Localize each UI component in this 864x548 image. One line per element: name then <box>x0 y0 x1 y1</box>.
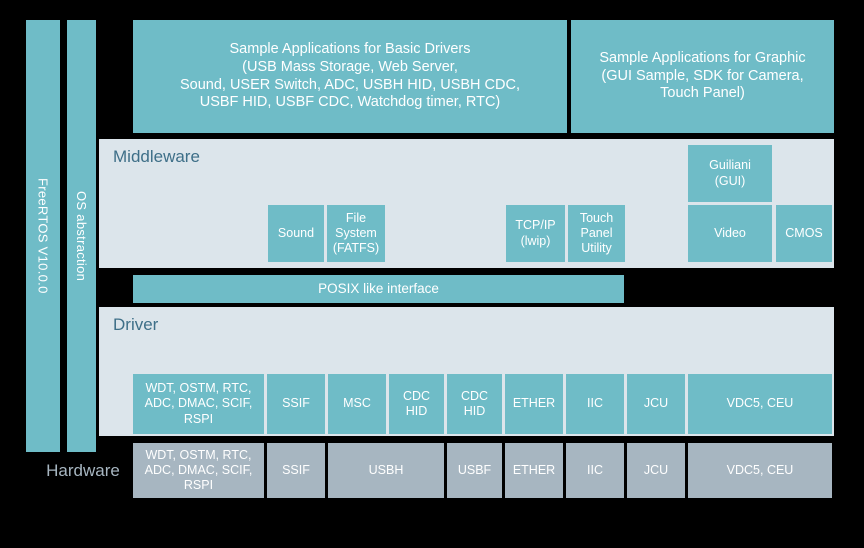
middleware-block-sound: Sound <box>268 205 324 262</box>
freertos-version-label: FreeRTOS V10.0.0 <box>35 178 51 294</box>
driver-block-msc: MSC <box>328 374 386 434</box>
driver-block-jcu: JCU <box>627 374 685 434</box>
posix-like-interface-bar: POSIX like interface <box>133 275 624 303</box>
middleware-block-cmos: CMOS <box>776 205 832 262</box>
middleware-block-video: Video <box>688 205 772 262</box>
driver-block-cdc-hid-2: CDC HID <box>447 374 502 434</box>
freertos-version-column: FreeRTOS V10.0.0 <box>26 20 60 452</box>
hardware-block-ssif: SSIF <box>267 443 325 498</box>
middleware-block-touch-panel-utility: Touch Panel Utility <box>568 205 625 262</box>
hardware-block-usbh: USBH <box>328 443 444 498</box>
driver-title: Driver <box>113 315 159 334</box>
middleware-block-tcp-ip-lwip: TCP/IP (lwip) <box>506 205 565 262</box>
sample-applications-graphic-block: Sample Applications for Graphic (GUI Sam… <box>571 20 834 133</box>
hardware-block-usbf: USBF <box>447 443 502 498</box>
os-abstraction-column: OS abstraction <box>67 20 96 452</box>
driver-block-wdt-ostm-rtc-adc-dmac-scif-rspi: WDT, OSTM, RTC, ADC, DMAC, SCIF, RSPI <box>133 374 264 434</box>
driver-block-ether: ETHER <box>505 374 563 434</box>
driver-block-cdc-hid-1: CDC HID <box>389 374 444 434</box>
os-abstraction-label: OS abstraction <box>74 190 89 282</box>
hardware-block-ether: ETHER <box>505 443 563 498</box>
driver-block-ssif: SSIF <box>267 374 325 434</box>
middleware-block-file-system-fatfs: File System (FATFS) <box>327 205 385 262</box>
hardware-block-jcu: JCU <box>627 443 685 498</box>
hardware-block-wdt-ostm-rtc-adc-dmac-scif-rspi: WDT, OSTM, RTC, ADC, DMAC, SCIF, RSPI <box>133 443 264 498</box>
hardware-block-vdc5-ceu: VDC5, CEU <box>688 443 832 498</box>
middleware-block-guiliani-gui: Guiliani (GUI) <box>688 145 772 202</box>
driver-block-vdc5-ceu: VDC5, CEU <box>688 374 832 434</box>
sample-applications-basic-drivers-block: Sample Applications for Basic Drivers (U… <box>133 20 567 133</box>
driver-block-iic: IIC <box>566 374 624 434</box>
middleware-title: Middleware <box>113 147 200 166</box>
hardware-title: Hardware <box>46 460 120 480</box>
hardware-block-iic: IIC <box>566 443 624 498</box>
